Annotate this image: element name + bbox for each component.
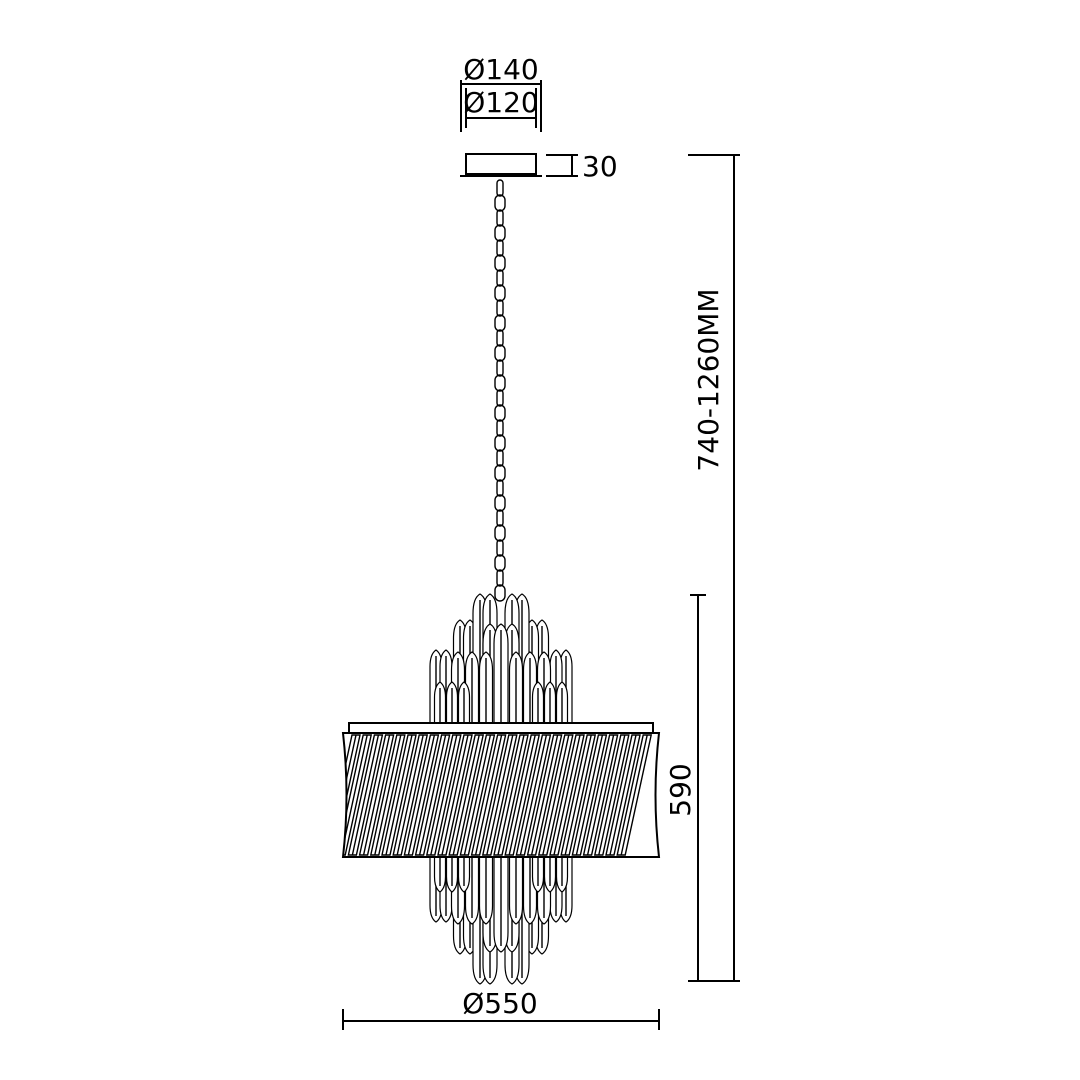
chain-link <box>494 494 506 512</box>
canopy-height-label: 30 <box>582 150 618 183</box>
chain-link <box>496 569 504 587</box>
drum-prism <box>414 734 451 856</box>
chain-link <box>494 404 506 422</box>
suspension-chain <box>494 179 506 602</box>
canopy-height-dimension: 30 <box>546 150 618 183</box>
chain-link <box>494 554 506 572</box>
drum-prism-facet <box>474 734 503 856</box>
lower-crystal-tier <box>429 856 573 985</box>
chain-link <box>496 269 504 287</box>
chain-link <box>496 359 504 377</box>
drum-prism <box>549 734 585 856</box>
drum-prism-facet <box>598 734 626 856</box>
drum-prism-facet <box>519 734 548 856</box>
drum-prism <box>481 734 518 856</box>
chain-link <box>496 239 504 257</box>
drum-prism <box>425 734 462 856</box>
canopy-inner-diameter-label: Ø120 <box>463 86 538 119</box>
chain-link <box>496 299 504 317</box>
drum-prism-facet <box>586 734 615 856</box>
upper-crystal-tier <box>429 593 573 724</box>
canopy-outer-diameter-label: Ø140 <box>463 53 538 86</box>
chain-link <box>494 314 506 332</box>
drum-prism <box>605 734 641 856</box>
drum-prism <box>593 734 630 856</box>
drum-prism-facet <box>343 734 357 856</box>
chain-link <box>496 479 504 497</box>
drum-prism-facet <box>553 734 581 856</box>
drum-prism-facet <box>396 734 424 856</box>
drum-prism-facet <box>351 734 380 856</box>
overall-height-dimension: 740-1260MM <box>688 154 740 982</box>
drum-prism-facet <box>564 734 592 856</box>
canopy <box>460 153 542 177</box>
chain-link <box>496 209 504 227</box>
drum-prism-facet <box>575 734 604 856</box>
drum-prism-facet <box>463 734 492 856</box>
drum-prism <box>537 734 574 856</box>
drum-prism <box>369 734 406 856</box>
drum-prism <box>582 734 619 856</box>
drum-prism-facet <box>497 734 525 856</box>
drum-prism <box>448 734 485 856</box>
chain-link <box>494 584 506 602</box>
body-diameter-dimension: Ø550 <box>342 987 660 1030</box>
chain-link <box>494 434 506 452</box>
chain-link <box>496 329 504 347</box>
drum-prism <box>493 734 529 856</box>
chain-link <box>494 464 506 482</box>
chain-link <box>496 449 504 467</box>
drum-prism-facet <box>385 734 413 856</box>
drum-prism-facet <box>430 734 458 856</box>
drum-prism-facet <box>362 734 391 856</box>
crystal-drum <box>341 722 661 858</box>
drum-prism-facet <box>609 734 637 856</box>
drum-prism <box>515 734 552 856</box>
drum-prism <box>381 734 417 856</box>
drum-prism <box>571 734 608 856</box>
drum-prism <box>403 734 440 856</box>
chain-link <box>496 509 504 527</box>
drum-prism <box>526 734 563 856</box>
drum-prism-facet <box>620 734 648 856</box>
canopy-diameter-dimensions: Ø140 Ø120 <box>460 53 542 132</box>
drum-prism-facet <box>407 734 436 856</box>
drum-prism <box>343 734 361 856</box>
drum-prism-facet <box>486 734 514 856</box>
drum-prism-facet <box>418 734 447 856</box>
drum-prism-facet <box>441 734 469 856</box>
drum-prism <box>358 734 395 856</box>
chain-link <box>494 524 506 542</box>
drum-prism <box>459 734 496 856</box>
chain-link <box>496 539 504 557</box>
overall-height-label: 740-1260MM <box>692 288 725 471</box>
chain-link <box>496 419 504 437</box>
drum-prism <box>616 734 653 856</box>
drum-prism <box>560 734 597 856</box>
chain-link <box>494 284 506 302</box>
drum-prism-facet <box>508 734 536 856</box>
body-height-dimension: 590 <box>664 594 706 982</box>
drum-prism <box>437 734 473 856</box>
body-height-label: 590 <box>664 763 697 816</box>
drum-prism-facet <box>530 734 559 856</box>
chain-link <box>494 344 506 362</box>
body-diameter-label: Ø550 <box>462 987 537 1020</box>
drum-prism <box>504 734 541 856</box>
drum-prism-facet <box>542 734 570 856</box>
chain-link <box>494 374 506 392</box>
drum-prism <box>347 734 384 856</box>
chain-link <box>494 224 506 242</box>
drum-prism <box>470 734 507 856</box>
drum-crystal-prisms <box>343 734 653 856</box>
chain-link <box>494 254 506 272</box>
drum-prism <box>392 734 429 856</box>
chain-link <box>496 389 504 407</box>
drum-prism-facet <box>452 734 480 856</box>
chain-link <box>494 194 506 212</box>
drum-prism-facet <box>343 734 368 856</box>
chain-link <box>496 179 504 197</box>
drum-prism-facet <box>374 734 402 856</box>
